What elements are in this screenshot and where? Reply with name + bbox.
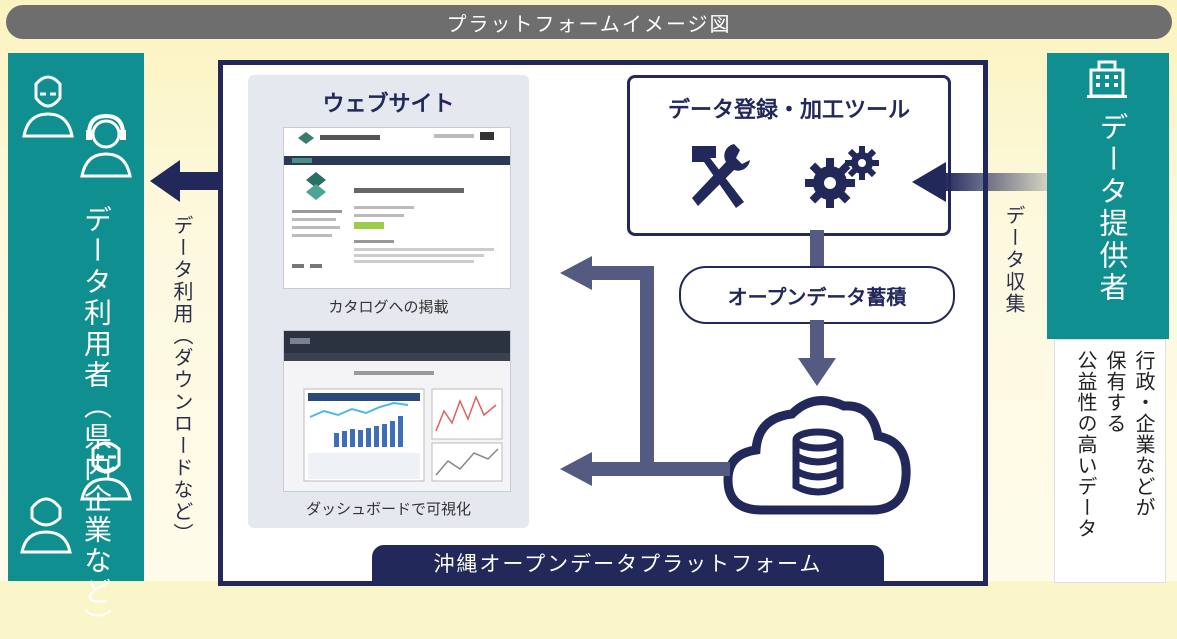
hammer-wrench-icon <box>692 144 750 208</box>
tools-box <box>627 75 951 236</box>
arrow-to-users <box>150 160 222 202</box>
gears-icon <box>805 146 879 208</box>
data-providers-label: データ提供者 <box>1095 112 1129 304</box>
building-icon <box>1087 60 1127 98</box>
provider-description-line-2: 保有する <box>1103 350 1127 434</box>
cloud-database-icon <box>723 396 911 515</box>
website-title: ウェブサイト <box>322 92 455 117</box>
dashboard-screenshot <box>283 330 511 492</box>
person-icon <box>22 75 74 138</box>
arrow-storage-to-cloud <box>798 320 836 386</box>
data-users-panel <box>8 53 144 581</box>
open-data-storage-label: オープンデータ蓄積 <box>679 266 955 324</box>
provider-description-line-3: 公益性の高いデータ <box>1074 350 1098 539</box>
tools-title: データ登録・加工ツール <box>667 98 910 123</box>
person-icon <box>80 441 132 501</box>
dashboard-caption: ダッシュボードで可視化 <box>305 500 471 518</box>
provider-description-box <box>1054 339 1166 583</box>
data-providers-panel <box>1047 53 1169 339</box>
arrow-provider-to-tools <box>912 162 1052 202</box>
headset-person-icon <box>80 113 132 178</box>
data-users-label: データ利用者（県内企業など） <box>80 205 113 639</box>
data-collection-label: データ収集 <box>1002 205 1026 315</box>
arrow-storage-to-website <box>560 256 730 486</box>
data-usage-label: データ利用（ダウンロードなど） <box>170 215 194 545</box>
page-title: プラットフォームイメージ図 <box>6 5 1172 39</box>
person-icon <box>20 497 72 554</box>
catalog-screenshot <box>283 127 511 289</box>
provider-description-line-1: 行政・企業などが <box>1132 350 1156 518</box>
catalog-caption: カタログへの掲載 <box>328 298 449 316</box>
arrow-tools-to-storage <box>810 230 824 268</box>
platform-name-tab: 沖縄オープンデータプラットフォーム <box>372 545 884 581</box>
